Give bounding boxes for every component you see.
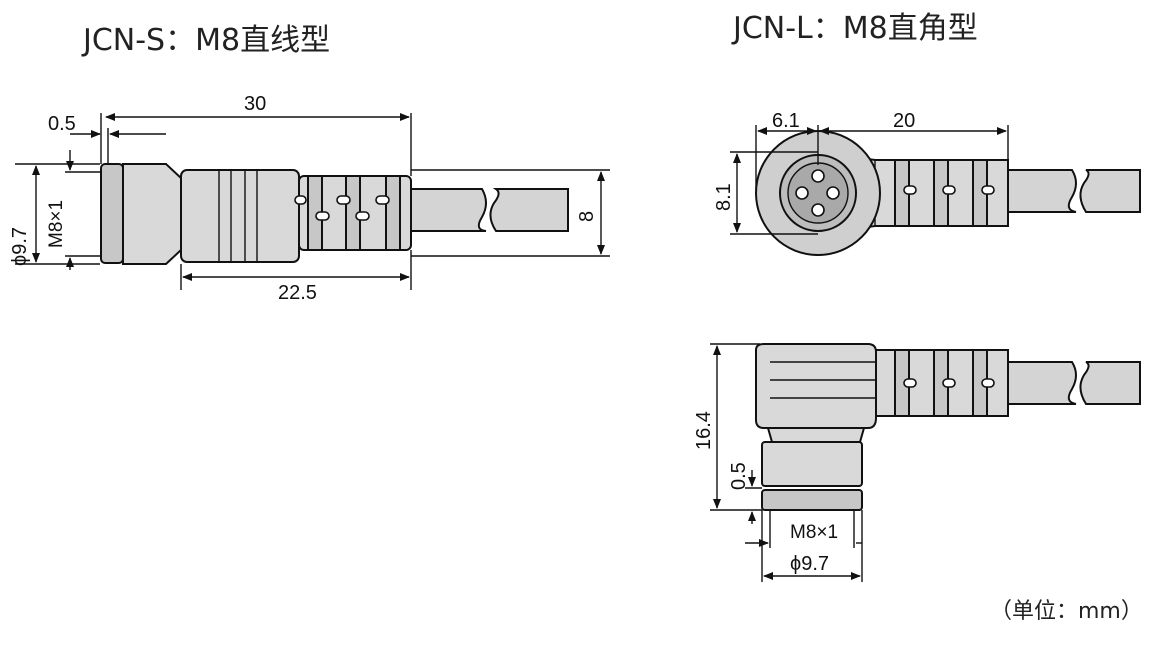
dim-angled-thread: M8×1 [790,522,838,543]
straight-dimensions: 30 0.5 ϕ9.7 M8×1 8 22.5 [9,93,610,304]
angled-side-view [755,343,1141,511]
dim-angled-height: 16.4 [693,411,715,450]
dim-straight-gap: 0.5 [48,113,76,135]
dim-straight-30: 30 [244,93,266,115]
dim-straight-grip: 22.5 [278,282,317,304]
dim-angled-face-height: 8.1 [713,183,735,211]
title-straight: JCN-S：M8直线型 [81,23,330,58]
straight-nut [100,163,124,264]
straight-coupling [122,163,182,265]
angled-top-view [755,130,1141,256]
dim-angled-length: 20 [893,110,915,132]
title-angled: JCN-L：M8直角型 [731,11,978,46]
angled-side-dimensions: 16.4 0.5 M8×1 ϕ9.7 [693,343,863,582]
unit-note: （单位：mm） [990,599,1143,624]
dim-straight-cable: 8 [576,211,598,222]
angled-top-dimensions: 6.1 20 8.1 [713,110,1009,235]
angled-side-head [755,343,877,429]
dim-straight-diameter: ϕ9.7 [9,227,31,266]
straight-cable [409,188,487,232]
angled-side-nut [761,489,863,511]
dim-angled-diameter: ϕ9.7 [790,553,829,575]
dim-angled-offset: 6.1 [772,110,800,132]
angled-side-coupling [761,441,863,487]
straight-connector [100,163,569,265]
dim-angled-gap: 0.5 [728,462,750,490]
straight-cable-end [489,188,569,232]
straight-grip [180,169,300,263]
dim-straight-thread: M8×1 [46,200,67,248]
